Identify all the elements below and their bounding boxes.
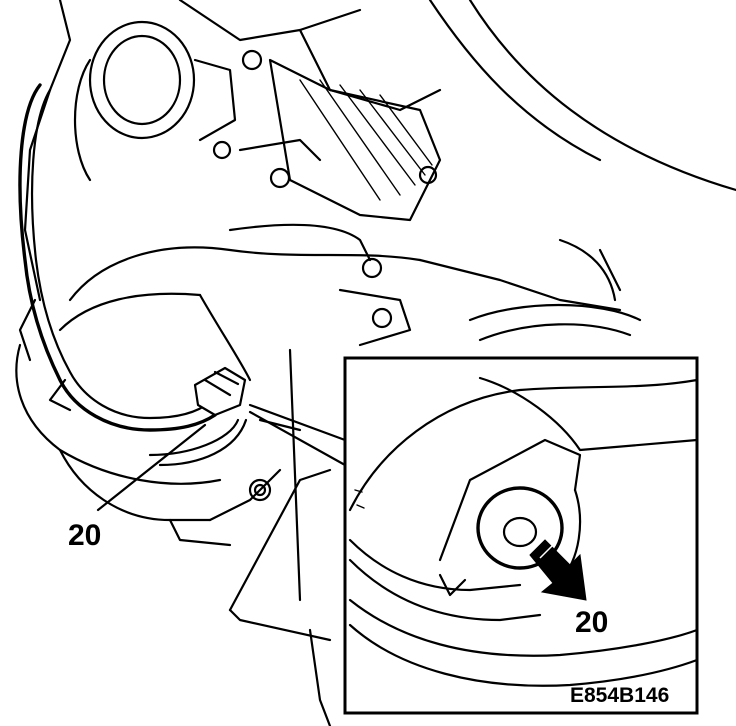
ribbed-component [238, 58, 442, 222]
figure-code: E854B146 [570, 684, 669, 707]
sensor-connector [193, 366, 247, 417]
callout-number-inset: 20 [575, 606, 608, 639]
callout-leader-main [96, 423, 207, 512]
inset-frame [343, 356, 699, 715]
throttle-body [73, 20, 263, 182]
wiring-harness [18, 83, 372, 467]
removal-arrow-icon [529, 536, 587, 601]
zoom-lines [248, 403, 347, 467]
right-pipe [468, 238, 642, 342]
inset-detail [343, 356, 699, 715]
engine-body-outline [15, 0, 736, 726]
bolts [248, 257, 412, 502]
callout-number-main: 20 [68, 519, 101, 552]
